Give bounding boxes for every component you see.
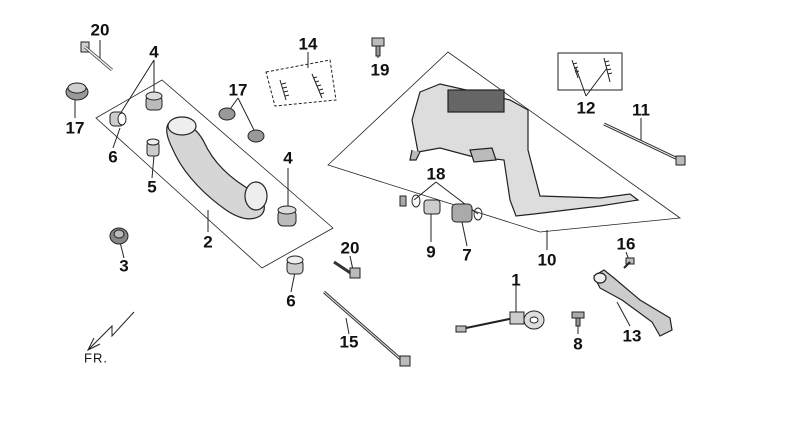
callout-17-pair[interactable]: 17 [228, 80, 248, 100]
callout-13[interactable]: 13 [622, 326, 642, 346]
callout-15[interactable]: 15 [339, 332, 359, 352]
nut-3 [109, 227, 129, 245]
callout-3[interactable]: 3 [119, 256, 129, 276]
callout-18[interactable]: 18 [426, 164, 446, 184]
collar-6-top [109, 111, 127, 127]
engine-hanger-panel [95, 79, 334, 269]
nut-17-pair [218, 107, 265, 143]
engine-hanger-link-2 [166, 116, 268, 220]
callout-10[interactable]: 10 [537, 250, 557, 270]
bolt-20-bottom [333, 260, 361, 279]
callout-7[interactable]: 7 [462, 245, 472, 265]
callout-5[interactable]: 5 [147, 177, 157, 197]
collar-6-bottom [286, 255, 304, 275]
callout-14[interactable]: 14 [298, 34, 318, 54]
callout-2[interactable]: 2 [203, 232, 213, 252]
bolt-19 [371, 37, 385, 57]
bolt-20-top [80, 41, 113, 72]
callout-12[interactable]: 12 [576, 98, 596, 118]
bushing-4-top [145, 91, 163, 111]
callout-8[interactable]: 8 [573, 334, 583, 354]
callout-9[interactable]: 9 [426, 242, 436, 262]
callout-19[interactable]: 19 [370, 60, 390, 80]
nut-17-left [65, 82, 89, 101]
callout-11[interactable]: 11 [632, 100, 650, 120]
callout-20-top[interactable]: 20 [90, 20, 110, 40]
callout-17-left[interactable]: 17 [65, 118, 85, 138]
callout-6-bottom[interactable]: 6 [286, 291, 296, 311]
springs-12 [571, 57, 613, 83]
side-stand-13 [593, 269, 673, 337]
shaft-11 [603, 122, 686, 166]
pivot-parts-18-9-7 [399, 194, 483, 223]
front-direction-label: FR. [84, 350, 108, 366]
callout-20-bottom[interactable]: 20 [340, 238, 360, 258]
bolt-16 [623, 257, 635, 269]
callout-4-bottom[interactable]: 4 [283, 148, 293, 168]
callout-4-top[interactable]: 4 [149, 42, 159, 62]
springs-14 [279, 73, 325, 101]
side-stand-switch-1 [455, 310, 545, 333]
spring-kit-box-14 [265, 59, 337, 107]
stopper-pad-8 [571, 311, 585, 327]
callout-1[interactable]: 1 [511, 270, 521, 290]
callout-6-top[interactable]: 6 [108, 147, 118, 167]
callout-16[interactable]: 16 [616, 234, 636, 254]
main-stand-10 [409, 83, 640, 217]
bolt-15-long [323, 290, 411, 367]
bushing-4-bottom [277, 205, 297, 227]
spring-kit-box-12 [557, 52, 623, 91]
front-direction-arrow [87, 311, 135, 351]
collar-5 [146, 138, 160, 157]
